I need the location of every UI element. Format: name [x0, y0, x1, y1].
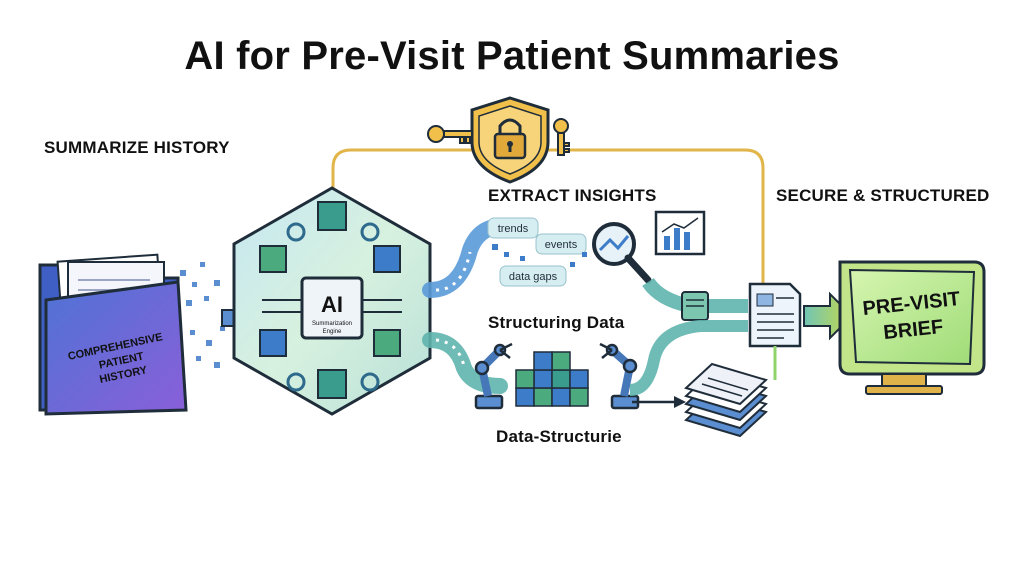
robot-arm-right-icon — [599, 342, 640, 410]
paper-stack-icon — [684, 362, 768, 438]
label-extract-insights: EXTRACT INSIGHTS — [488, 186, 657, 205]
tag-trends: trends — [498, 223, 529, 235]
robot-arm-left-icon — [474, 342, 513, 410]
ai-chip-icon — [300, 276, 364, 340]
shield-lock-icon — [470, 96, 550, 184]
label-data-structurie: Data-Structurie — [496, 427, 622, 446]
insight-tags — [487, 217, 587, 287]
tag-events: events — [545, 239, 578, 251]
insight-particles — [492, 244, 587, 267]
structured-document-icon — [748, 282, 802, 348]
magnifier-icon — [592, 222, 652, 284]
page-title: AI for Pre-Visit Patient Summaries — [184, 34, 840, 78]
data-cube-stack — [515, 351, 589, 407]
label-summarize-history: SUMMARIZE HISTORY — [44, 138, 230, 157]
insight-to-doc-pipe — [642, 277, 748, 321]
key-left-icon — [427, 125, 473, 144]
monitor-icon — [838, 260, 986, 395]
engine-sub-label-2: Engine — [323, 329, 342, 335]
label-secure-structured: SECURE & STRUCTURED — [776, 186, 990, 205]
engine-sub-label-1: Summarization — [312, 321, 352, 327]
tag-data-gaps: data gaps — [509, 271, 558, 283]
key-right-icon — [553, 118, 570, 156]
label-structuring-data: Structuring Data — [488, 313, 625, 332]
patient-history-folder — [38, 253, 188, 416]
structuring-to-doc-pipe — [629, 320, 748, 408]
bar-chart-icon — [654, 210, 706, 256]
data-particles-inbound — [180, 262, 225, 368]
ai-chip-label: AI — [321, 292, 343, 317]
